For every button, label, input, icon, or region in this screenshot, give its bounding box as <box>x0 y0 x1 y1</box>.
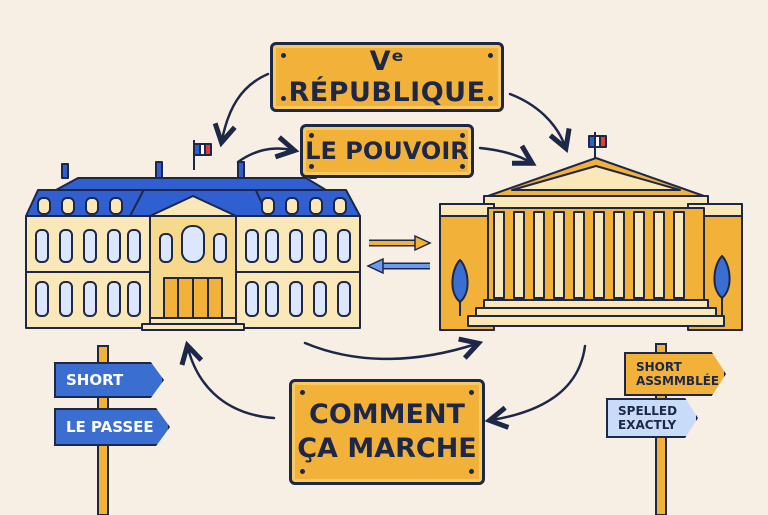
diagram-title: Vᵉ RÉPUBLIQUE <box>288 46 486 108</box>
elysee-palace-icon <box>25 140 361 331</box>
arrow-comment-to-palace <box>188 348 276 420</box>
exchange-arrows <box>366 234 432 275</box>
right-signpost-short-line1: SHORT <box>636 360 682 374</box>
arrow-palace-to-pouvoir <box>236 149 292 164</box>
arrow-assembly-to-comment <box>492 344 587 420</box>
right-signpost-short: SHORT ASSMMBLÉE <box>624 352 726 396</box>
right-signpost-spelled-line2: EXACTLY <box>618 418 677 432</box>
left-signpost-passee-label: LE PASSEE <box>66 418 154 436</box>
right-signpost-spelled: SPELLED EXACTLY <box>606 398 698 438</box>
left-signpost-short-label: SHORT <box>66 371 124 389</box>
pouvoir-sign: LE POUVOIR <box>300 124 474 178</box>
right-signpost-spelled-line1: SPELLED <box>618 404 678 418</box>
left-signpost-short: SHORT <box>54 362 164 398</box>
comment-label-line2: ÇA MARCHE <box>297 433 477 464</box>
pouvoir-label: LE POUVOIR <box>305 137 469 165</box>
cycle-arrows <box>188 72 587 420</box>
arrow-palace-to-assembly-bottom <box>303 343 476 361</box>
republic-title-sign: Vᵉ RÉPUBLIQUE <box>270 42 504 112</box>
arrow-title-to-assembly <box>508 92 565 146</box>
right-signpost-short-line2: ASSMMBLÉE <box>636 374 720 388</box>
arrow-pouvoir-to-assembly <box>478 148 530 162</box>
national-assembly-icon <box>439 132 743 331</box>
comment-ca-marche-sign: COMMENT ÇA MARCHE <box>289 379 485 485</box>
arrow-title-to-palace <box>222 72 270 140</box>
comment-label-line1: COMMENT <box>309 399 465 430</box>
left-signpost-passee: LE PASSEE <box>54 408 170 446</box>
